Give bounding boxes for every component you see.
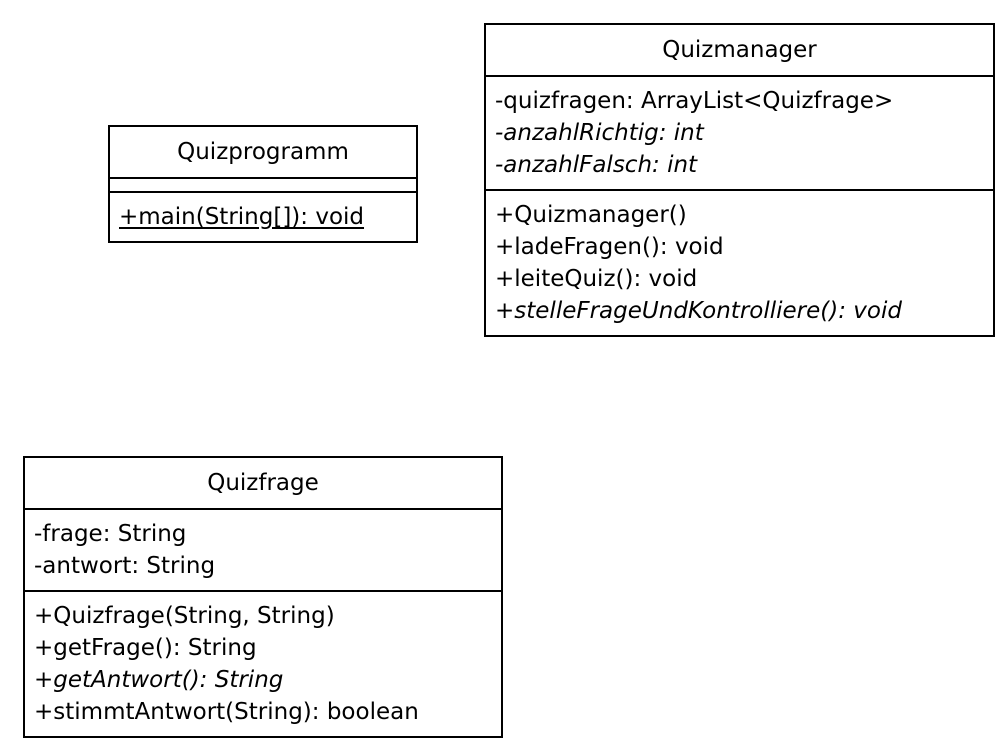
uml-member: -antwort: String (34, 553, 216, 579)
uml-member: +getAntwort(): String (34, 667, 284, 693)
uml-member: +leiteQuiz(): void (495, 266, 698, 292)
methods-compartment: +Quizmanager() +ladeFragen(): void +leiteQ… (486, 191, 993, 335)
attributes-compartment (110, 179, 416, 193)
uml-member: +Quizfrage(String, String) (34, 603, 335, 629)
uml-member: +stimmtAntwort(String): boolean (34, 699, 419, 725)
methods-compartment: +main(String[]): void (110, 193, 416, 241)
attributes-compartment: -frage: String -antwort: String (25, 510, 501, 592)
uml-member: +getFrage(): String (34, 635, 257, 661)
class-box-quizmanager: Quizmanager -quizfragen: ArrayList<Quizf… (484, 23, 995, 337)
uml-member: -anzahlRichtig: int (495, 120, 704, 146)
uml-member: -frage: String (34, 521, 187, 547)
uml-member: +Quizmanager() (495, 202, 687, 228)
attributes-compartment: -quizfragen: ArrayList<Quizfrage> -anzahl… (486, 77, 993, 191)
uml-member: +stelleFrageUndKontrolliere(): void (495, 298, 902, 324)
uml-member: +ladeFragen(): void (495, 234, 724, 260)
methods-compartment: +Quizfrage(String, String) +getFrage(): S… (25, 592, 501, 736)
uml-member: -quizfragen: ArrayList<Quizfrage> (495, 88, 894, 114)
uml-member: +main(String[]): void (119, 204, 365, 230)
class-title: Quizprogramm (110, 127, 416, 179)
class-box-quizprogramm: Quizprogramm +main(String[]): void (108, 125, 418, 243)
class-title: Quizmanager (486, 25, 993, 77)
class-title: Quizfrage (25, 458, 501, 510)
class-box-quizfrage: Quizfrage -frage: String -antwort: String… (23, 456, 503, 738)
uml-member: -anzahlFalsch: int (495, 152, 698, 178)
